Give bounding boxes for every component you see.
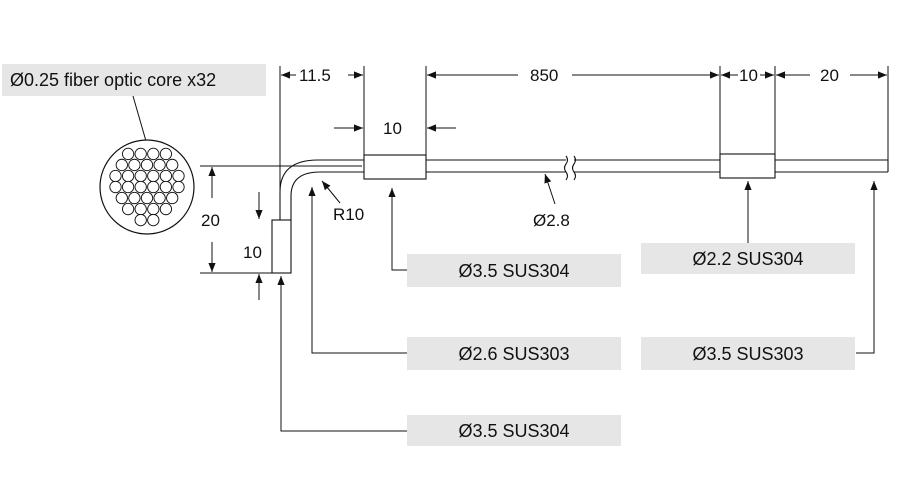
fiber-core	[159, 169, 173, 183]
callout-sleeve-label: Ø2.2 SUS304	[692, 249, 803, 269]
dim-850: 850	[530, 66, 558, 85]
dim-tube-diameter: Ø2.8	[533, 211, 570, 230]
fiber-core	[159, 147, 173, 161]
callout-ferrule: Ø3.5 SUS304	[407, 254, 621, 287]
fiber-core	[172, 180, 185, 194]
dim-10-side: 10	[243, 243, 262, 262]
fiber-core	[153, 191, 166, 205]
fiber-core	[147, 147, 160, 161]
fiber-core	[121, 169, 135, 183]
fiber-core	[159, 180, 173, 194]
callout-leaders	[277, 181, 878, 432]
fiber-core	[115, 191, 128, 205]
dim-radius: R10	[333, 205, 364, 224]
fiber-core	[128, 158, 141, 172]
fiber-core	[134, 147, 147, 161]
fiber-core	[172, 169, 185, 183]
fiber-core	[128, 191, 141, 205]
callout-bend-tube-label: Ø2.6 SUS303	[458, 344, 569, 364]
radius-leader	[321, 180, 341, 204]
fiber-core	[147, 169, 160, 183]
fiber-core	[109, 169, 122, 183]
dim-20-top: 20	[820, 66, 839, 85]
fiber-core	[134, 180, 147, 194]
fiber-core	[109, 180, 122, 194]
fiber-core	[166, 158, 179, 172]
fiber-core	[115, 158, 128, 172]
side-dimensions	[208, 167, 263, 300]
dim-20-side: 20	[201, 211, 220, 230]
fiber-core	[140, 191, 154, 205]
callout-end-tube: Ø3.5 SUS303	[641, 337, 855, 370]
callout-sleeve: Ø2.2 SUS304	[641, 243, 855, 274]
fiber-core	[121, 180, 135, 194]
dim-10-top: 10	[739, 66, 758, 85]
core-callout-label: Ø0.25 fiber optic core x32	[10, 70, 216, 90]
fiber-core	[147, 213, 160, 227]
fiber-core	[159, 202, 173, 216]
callout-ferrule-label: Ø3.5 SUS304	[458, 261, 569, 281]
fiber-core	[134, 169, 147, 183]
fiber-cores	[109, 147, 185, 227]
fiber-core	[153, 158, 166, 172]
top-dimensions	[281, 71, 887, 132]
fiber-cross-section	[99, 139, 195, 235]
callout-end-tube-label: Ø3.5 SUS303	[692, 344, 803, 364]
fiber-core	[121, 147, 135, 161]
callout-tip: Ø3.5 SUS304	[407, 415, 621, 446]
fiber-core	[166, 191, 179, 205]
fiber-core	[134, 202, 147, 216]
fiber-core	[134, 213, 147, 227]
fiber-core	[147, 180, 160, 194]
diameter-leader	[544, 173, 556, 205]
fiber-core	[140, 158, 154, 172]
extension-lines	[200, 66, 889, 274]
callout-tip-label: Ø3.5 SUS304	[458, 421, 569, 441]
dim-11-5: 11.5	[299, 66, 331, 85]
fiber-core	[147, 202, 160, 216]
dim-10-ferrule: 10	[383, 119, 402, 138]
fiber-core	[121, 202, 135, 216]
callout-bend-tube: Ø2.6 SUS303	[407, 337, 621, 370]
core-callout: Ø0.25 fiber optic core x32	[2, 64, 266, 96]
